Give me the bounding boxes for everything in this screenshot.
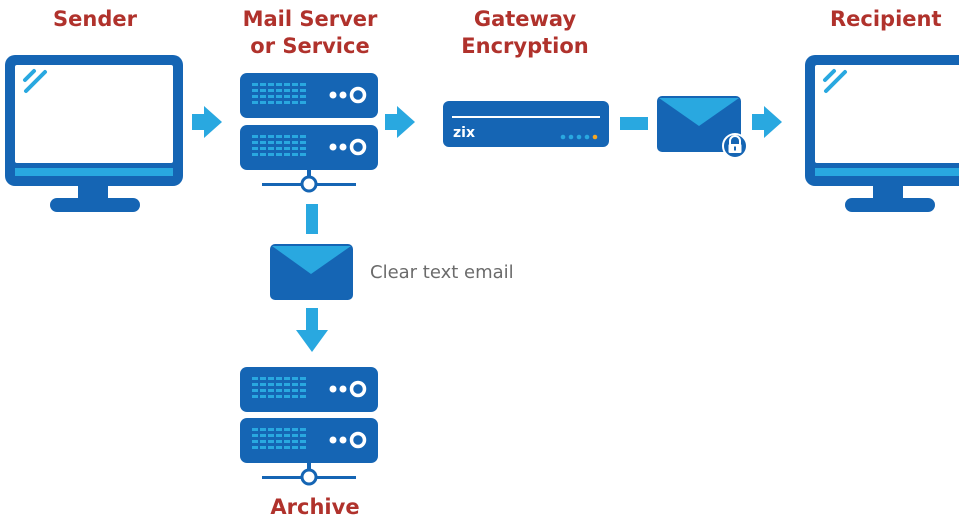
arrow-right-icon <box>192 106 222 138</box>
encrypted-envelope-icon <box>657 96 748 159</box>
connector-dash <box>620 117 648 130</box>
sender-monitor-icon <box>5 55 183 212</box>
recipient-monitor-icon <box>805 55 959 212</box>
mail-server-label: Mail Server or Service <box>225 6 395 60</box>
lock-icon <box>722 133 748 159</box>
mail-server-label-line1: Mail Server <box>242 7 378 31</box>
gateway-appliance-icon: zix <box>443 101 609 147</box>
gateway-label: Gateway Encryption <box>440 6 610 60</box>
sender-label: Sender <box>53 7 137 31</box>
archive-server-icon <box>240 367 378 486</box>
archive-label: Archive <box>270 495 360 519</box>
clear-text-caption: Clear text email <box>370 262 514 283</box>
arrow-right-icon <box>385 106 415 138</box>
mail-server-label-line2: or Service <box>250 34 370 58</box>
mail-server-icon <box>240 73 378 193</box>
gateway-label-line1: Gateway <box>473 7 577 31</box>
gateway-brand-text: zix <box>453 125 475 141</box>
recipient-label: Recipient <box>830 7 942 31</box>
arrow-right-icon <box>752 106 782 138</box>
clear-text-envelope-icon <box>270 244 353 300</box>
arrow-down-icon <box>296 308 328 352</box>
gateway-label-line2: Encryption <box>461 34 589 58</box>
connector-dash-down <box>306 204 318 234</box>
